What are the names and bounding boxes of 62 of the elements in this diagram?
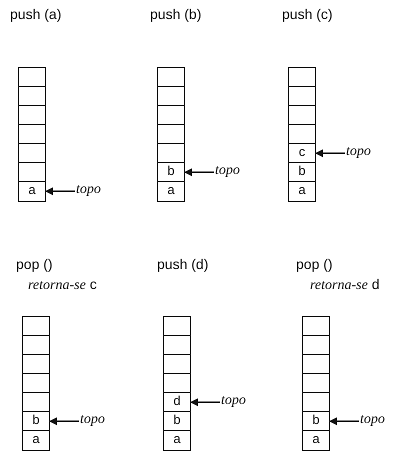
stack-cell	[22, 373, 50, 394]
pointer-label: topo	[215, 162, 240, 178]
stack-cell: a	[163, 430, 191, 450]
stack-cell	[288, 124, 316, 144]
arrow	[190, 398, 220, 406]
arrow	[184, 168, 214, 176]
stack-cell	[302, 373, 330, 394]
stack-cell: a	[18, 181, 46, 202]
stack-cell	[163, 354, 191, 374]
stack-cell	[163, 316, 191, 336]
stack-cell: c	[288, 143, 316, 164]
stack-cell	[22, 354, 50, 374]
operation-label: pop ()	[16, 256, 53, 272]
stack-cell	[163, 373, 191, 394]
arrow	[45, 187, 75, 196]
stack-cell: a	[157, 181, 185, 202]
return-note: retorna-se d	[310, 276, 380, 294]
operation-label: push (b)	[150, 6, 202, 22]
pointer-label: topo	[76, 182, 101, 198]
stack-cell: a	[288, 181, 316, 202]
stack-cell: b	[288, 162, 316, 182]
stack-cell	[302, 354, 330, 374]
stack-cell	[288, 67, 316, 88]
stack-cell	[18, 162, 46, 182]
stack-cell	[18, 143, 46, 164]
stack-cell: b	[22, 411, 50, 432]
operation-label: push (a)	[10, 6, 62, 22]
stack-cell: d	[163, 392, 191, 412]
stack-cell	[302, 392, 330, 412]
stack-cell: b	[163, 411, 191, 432]
stack-cell: a	[302, 430, 330, 450]
stack-cell: a	[22, 430, 50, 450]
arrow	[315, 149, 345, 158]
pointer-label: topo	[80, 412, 105, 428]
pointer-label: topo	[346, 144, 371, 160]
stack-cell	[22, 316, 50, 336]
stack-cell	[22, 335, 50, 356]
stack-cell	[163, 335, 191, 356]
pointer-label: topo	[360, 412, 385, 428]
stack-cell	[18, 124, 46, 144]
stack-cell: b	[302, 411, 330, 432]
arrow	[329, 417, 359, 426]
stack-cell	[288, 105, 316, 126]
stack-cell	[157, 124, 185, 144]
stack-cell	[302, 316, 330, 336]
stack-cell	[22, 392, 50, 412]
operation-label: pop ()	[296, 256, 333, 272]
operation-label: push (c)	[282, 6, 333, 22]
stack-cell	[157, 105, 185, 126]
stack-cell	[157, 67, 185, 88]
stack-cell: b	[157, 162, 185, 182]
arrow	[49, 417, 79, 426]
pointer-label: topo	[221, 392, 246, 408]
return-note: retorna-se c	[28, 276, 97, 294]
stack-cell	[18, 105, 46, 126]
operation-label: push (d)	[157, 256, 208, 272]
stack-cell	[288, 86, 316, 106]
stack-cell	[18, 67, 46, 88]
stack-cell	[302, 335, 330, 356]
stack-cell	[157, 86, 185, 106]
stack-cell	[157, 143, 185, 164]
stack-cell	[18, 86, 46, 106]
